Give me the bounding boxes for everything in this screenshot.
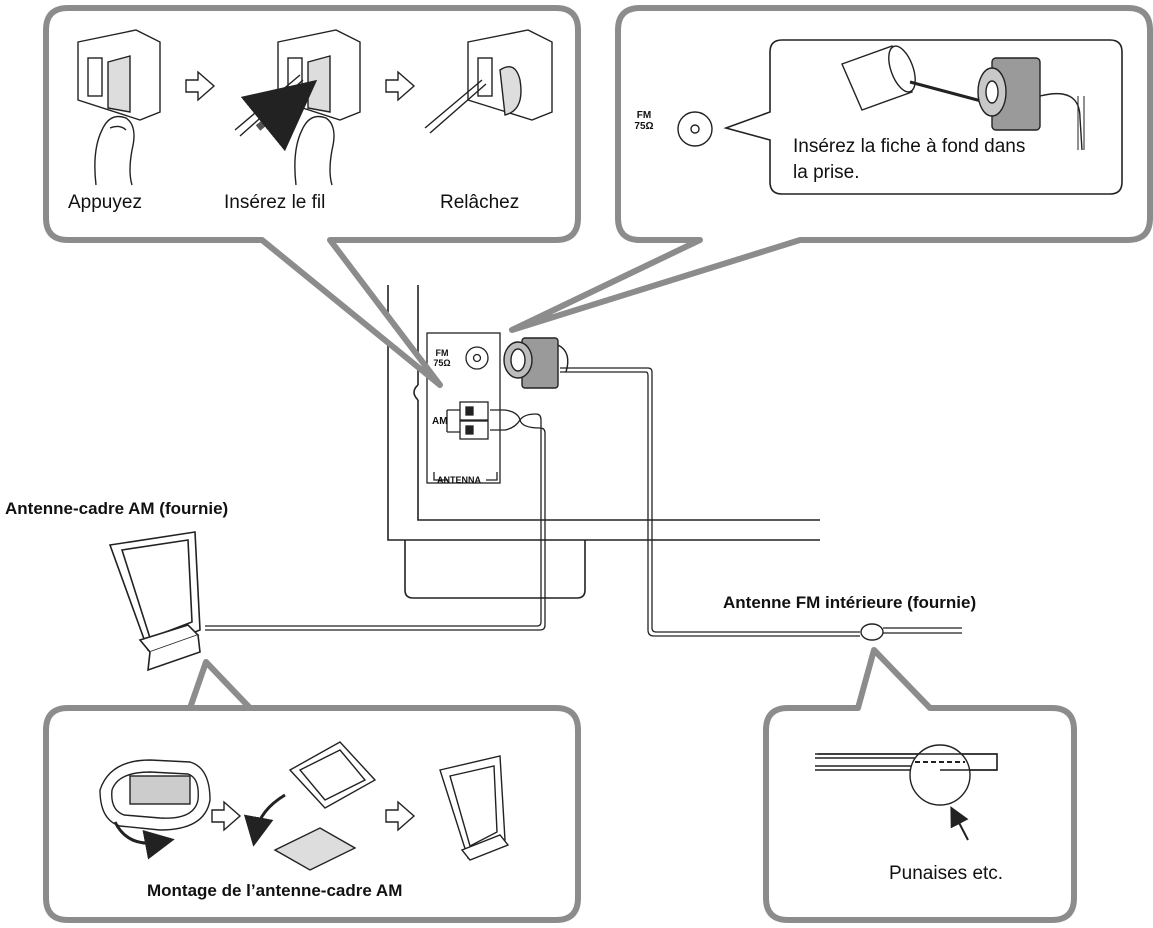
- am-assembly-step2-icon: [243, 741, 377, 871]
- fm-jack-callout: [677, 111, 713, 147]
- am-cable: [205, 409, 546, 631]
- am-terminal-top[interactable]: [459, 401, 489, 421]
- arrow-right-icon: [185, 70, 416, 102]
- panel-fm: FM: [435, 348, 449, 358]
- panel-fm-label: FM 75Ω: [432, 348, 452, 368]
- antenna-terminal-block: [426, 332, 501, 484]
- step-label-release: Relâchez: [440, 192, 520, 213]
- am-loop-antenna: [108, 531, 201, 672]
- fm-label: FM: [636, 110, 652, 121]
- callout-wire-insertion: [43, 5, 581, 388]
- fm-plug-connected: [503, 337, 569, 389]
- fm-plug-instruction: Insérez la fiche à fond dans la prise.: [793, 136, 1026, 183]
- step-label-press: Appuyez: [68, 192, 142, 213]
- fm-plug-insertion-icon: [841, 45, 1085, 151]
- pushpin-detail-icon: [815, 744, 998, 841]
- receiver-rear-panel: [387, 285, 820, 599]
- am-terminal-bottom[interactable]: [459, 420, 489, 440]
- insert-wire-step-icon: [234, 29, 361, 186]
- fm-antenna-title: Antenne FM intérieure (fournie): [723, 593, 977, 612]
- am-antenna-title: Antenne-cadre AM (fournie): [5, 499, 229, 518]
- arrow-right-icon: [211, 800, 416, 832]
- panel-ohm: 75Ω: [433, 358, 451, 368]
- panel-antenna-label: ANTENNA: [437, 475, 481, 485]
- fm-jack-panel[interactable]: [465, 346, 489, 370]
- am-assembly-step3-icon: [439, 755, 510, 861]
- release-step-icon: [424, 29, 553, 134]
- step-label-insert-wire: Insérez le fil: [224, 192, 326, 213]
- am-assembly-caption: Montage de l’antenne-cadre AM: [147, 881, 403, 900]
- fm-cable: [560, 367, 962, 641]
- fm-jack-label-callout: FM 75Ω: [632, 110, 656, 132]
- ohm-label: 75Ω: [634, 121, 654, 132]
- am-assembly-step1-icon: [99, 759, 211, 860]
- panel-am-label: AM: [432, 416, 448, 427]
- press-step-icon: [77, 29, 161, 186]
- pushpin-caption: Punaises etc.: [889, 863, 1004, 884]
